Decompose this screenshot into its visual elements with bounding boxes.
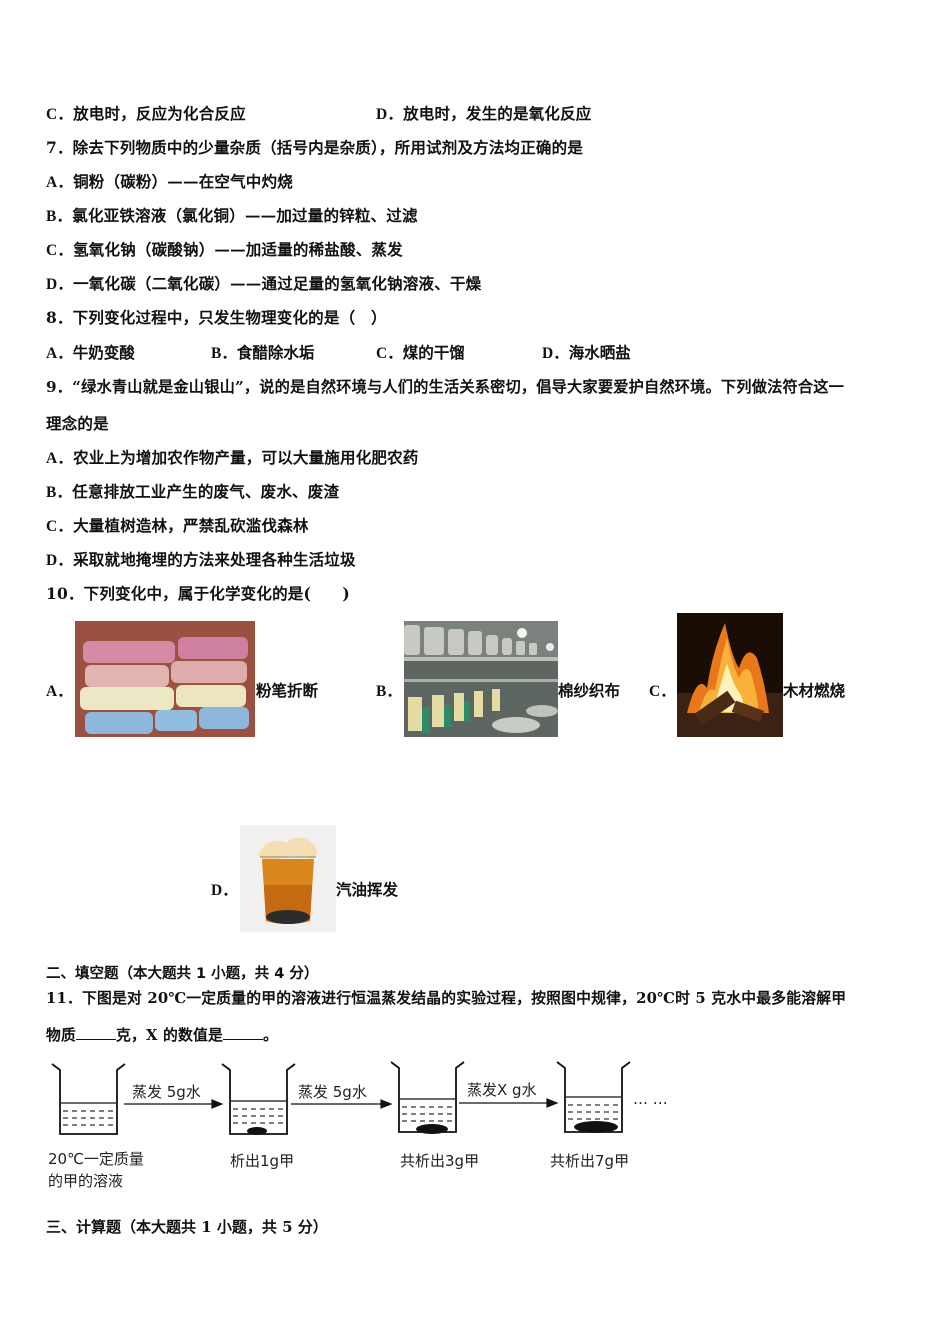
q10-option-b-caption: 棉纱织布	[558, 681, 621, 700]
q11-stem-line1: 11．下图是对 20℃一定质量的甲的溶液进行恒温蒸发结晶的实验过程，按照图中规律…	[46, 990, 847, 1007]
beaker-1-label-line1: 20℃一定质量	[48, 1150, 144, 1168]
q8-option-c: C．煤的干馏	[376, 341, 465, 363]
q8-option-b: B．食醋除水垢	[211, 341, 314, 363]
q9-option-c: C．大量植树造林，严禁乱砍滥伐森林	[46, 514, 309, 536]
q7-option-c: C．氢氧化钠（碳酸钠）——加适量的稀盐酸、蒸发	[46, 238, 403, 260]
q9-option-a: A．农业上为增加农作物产量，可以大量施用化肥农药	[46, 446, 419, 468]
arrow-label-1: 蒸发 5g水	[132, 1083, 201, 1101]
q11-text: 物质	[46, 1027, 76, 1044]
option-label: D．	[376, 106, 404, 123]
q11-text: 。	[263, 1027, 279, 1044]
arrow-label-2: 蒸发 5g水	[298, 1083, 367, 1101]
option-label: B．	[46, 208, 73, 225]
option-label: C．	[46, 518, 74, 535]
option-label: A．	[46, 345, 73, 362]
option-label: C．	[376, 345, 403, 362]
option-text: 任意排放工业产生的废气、废水、废渣	[72, 482, 340, 501]
arrow-label-3: 蒸发X g水	[467, 1081, 537, 1099]
q10-option-b-label: B．	[376, 683, 402, 700]
fire-illustration	[677, 613, 783, 737]
q10-option-c-caption: 木材燃烧	[783, 681, 846, 700]
q7-option-a: A．铜粉（碳粉）——在空气中灼烧	[46, 170, 293, 192]
textile-machine-photo	[404, 621, 558, 737]
broken-chalk-photo	[75, 621, 255, 737]
q8-option-a: A．牛奶变酸	[46, 341, 135, 363]
option-label: D．	[542, 345, 569, 362]
beaker-4-label: 共析出7g甲	[550, 1152, 630, 1170]
option-text: 食醋除水垢	[236, 343, 315, 362]
q10-stem: 10．下列变化中，属于化学变化的是( )	[46, 584, 350, 603]
option-text: 一氧化碳（二氧化碳）——通过足量的氢氧化钠溶液、干燥	[73, 274, 482, 293]
q9-option-b: B．任意排放工业产生的废气、废水、废渣	[46, 480, 339, 502]
option-label: C．	[46, 106, 74, 123]
burning-wood-photo	[677, 613, 783, 737]
answer-blank-2[interactable]	[223, 1025, 264, 1040]
q10-option-a-label: A．	[46, 683, 73, 700]
q11-text: 克，X 的数值是	[116, 1027, 224, 1044]
beaker-3-label: 共析出3g甲	[400, 1152, 480, 1170]
q10-option-c-label: C．	[649, 683, 676, 700]
section-2-title: 二、填空题（本大题共 1 小题，共 4 分）	[46, 966, 319, 982]
option-label: A．	[46, 450, 74, 467]
option-label: C．	[46, 242, 74, 259]
option-text: 氯化亚铁溶液（氯化铜）——加过量的锌粒、过滤	[72, 206, 418, 225]
option-text: 铜粉（碳粉）——在空气中灼烧	[73, 172, 293, 191]
textile-machine-illustration	[404, 621, 558, 737]
q11-stem-line2: 物质 克，X 的数值是 。	[46, 1024, 278, 1045]
q7-option-b: B．氯化亚铁溶液（氯化铜）——加过量的锌粒、过滤	[46, 204, 418, 226]
answer-blank-1[interactable]	[76, 1025, 116, 1040]
beaker-2-label: 析出1g甲	[230, 1152, 295, 1170]
option-label: A．	[46, 174, 74, 191]
option-text: 氢氧化钠（碳酸钠）——加适量的稀盐酸、蒸发	[73, 240, 403, 259]
option-text: 农业上为增加农作物产量，可以大量施用化肥农药	[73, 448, 419, 467]
q8-stem: 8．下列变化过程中，只发生物理变化的是（ ）	[46, 308, 387, 327]
q10-option-d-caption: 汽油挥发	[336, 880, 399, 899]
section-3-title: 三、计算题（本大题共 1 小题，共 5 分）	[46, 1218, 328, 1236]
option-text: 海水晒盐	[568, 343, 631, 362]
option-text: 采取就地掩埋的方法来处理各种生活垃圾	[73, 550, 356, 569]
q8-option-d: D．海水晒盐	[542, 341, 631, 363]
q9-option-d: D．采取就地掩埋的方法来处理各种生活垃圾	[46, 548, 356, 570]
option-text: 放电时，发生的是氧化反应	[403, 104, 592, 123]
gasoline-beaker-photo	[240, 825, 336, 932]
diagram-ellipsis: … …	[633, 1090, 668, 1108]
q7-option-d: D．一氧化碳（二氧化碳）——通过足量的氢氧化钠溶液、干燥	[46, 272, 481, 294]
option-label: D．	[46, 276, 74, 293]
option-text: 大量植树造林，严禁乱砍滥伐森林	[73, 516, 309, 535]
option-label: D．	[46, 552, 74, 569]
q6-option-c: C．放电时，反应为化合反应	[46, 102, 246, 124]
beaker-1-label-line2: 的甲的溶液	[48, 1172, 124, 1190]
q6-option-d: D．放电时，发生的是氧化反应	[376, 102, 592, 124]
option-text: 放电时，反应为化合反应	[73, 104, 246, 123]
q7-stem: 7．除去下列物质中的少量杂质（括号内是杂质），所用试剂及方法均正确的是	[46, 138, 584, 157]
option-text: 牛奶变酸	[72, 343, 135, 362]
q9-stem-line2: 理念的是	[46, 414, 109, 433]
beaker-vapor-illustration	[240, 825, 336, 932]
chalk-illustration	[75, 621, 255, 737]
q10-option-d-label: D．	[211, 882, 238, 899]
option-text: 煤的干馏	[402, 343, 465, 362]
option-label: B．	[46, 484, 73, 501]
q9-stem-line1: 9．“绿水青山就是金山银山”，说的是自然环境与人们的生活关系密切，倡导大家要爱护…	[46, 378, 845, 396]
q10-option-a-caption: 粉笔折断	[256, 681, 319, 700]
option-label: B．	[211, 345, 237, 362]
